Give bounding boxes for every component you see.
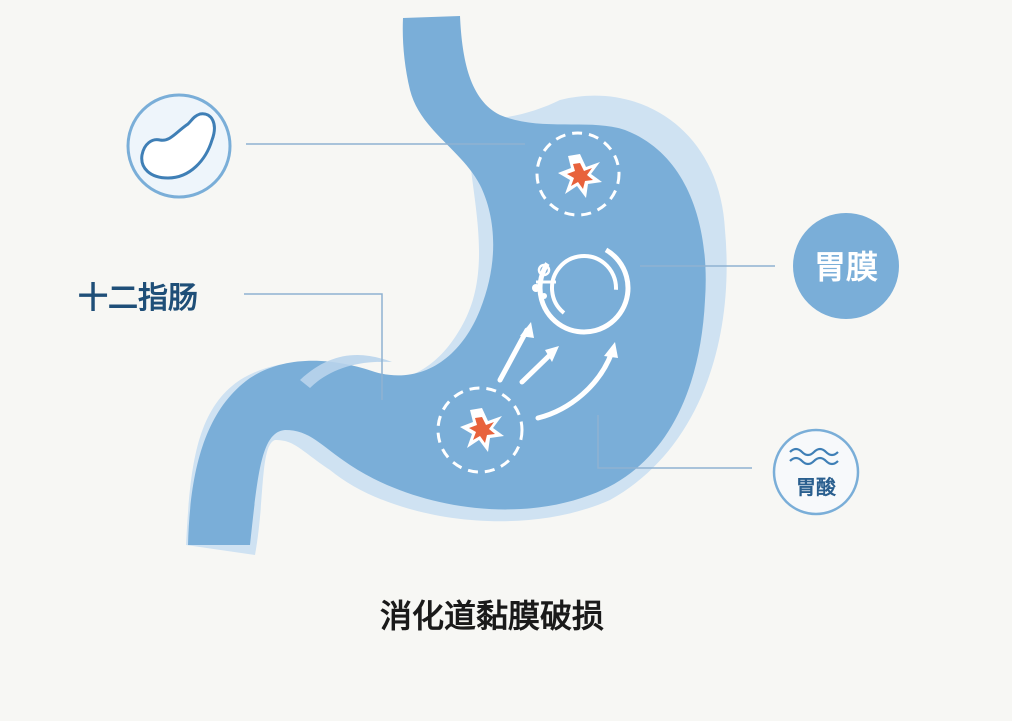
acid-label: 胃酸 [796, 475, 837, 499]
leader-lines [244, 143, 775, 469]
stomach-badge [126, 93, 232, 199]
duodenum-label: 十二指肠 [78, 281, 198, 316]
arrow-right [535, 349, 615, 421]
membrane-badge: 胃膜 [793, 213, 899, 319]
arrow-left [497, 327, 530, 383]
acid-badge: 胃酸 [772, 428, 860, 516]
arrow-middle [519, 349, 556, 385]
burst-damage-icon-top [558, 154, 602, 198]
leader-duodenum [244, 293, 383, 400]
stomach-body [188, 16, 706, 545]
acid-wave-icon [789, 447, 839, 466]
caption: 消化道黏膜破损 [380, 597, 604, 635]
damage-spot-bottom [436, 386, 524, 474]
stomach-fold [300, 355, 392, 388]
repair-cycle-icon [532, 241, 631, 335]
damage-spot-top [535, 131, 621, 217]
membrane-label: 胃膜 [814, 248, 878, 286]
leader-acid [597, 415, 752, 469]
stomach-outline-icon [140, 112, 216, 180]
burst-damage-icon-bottom [460, 408, 504, 452]
healing-arrows [497, 322, 618, 421]
